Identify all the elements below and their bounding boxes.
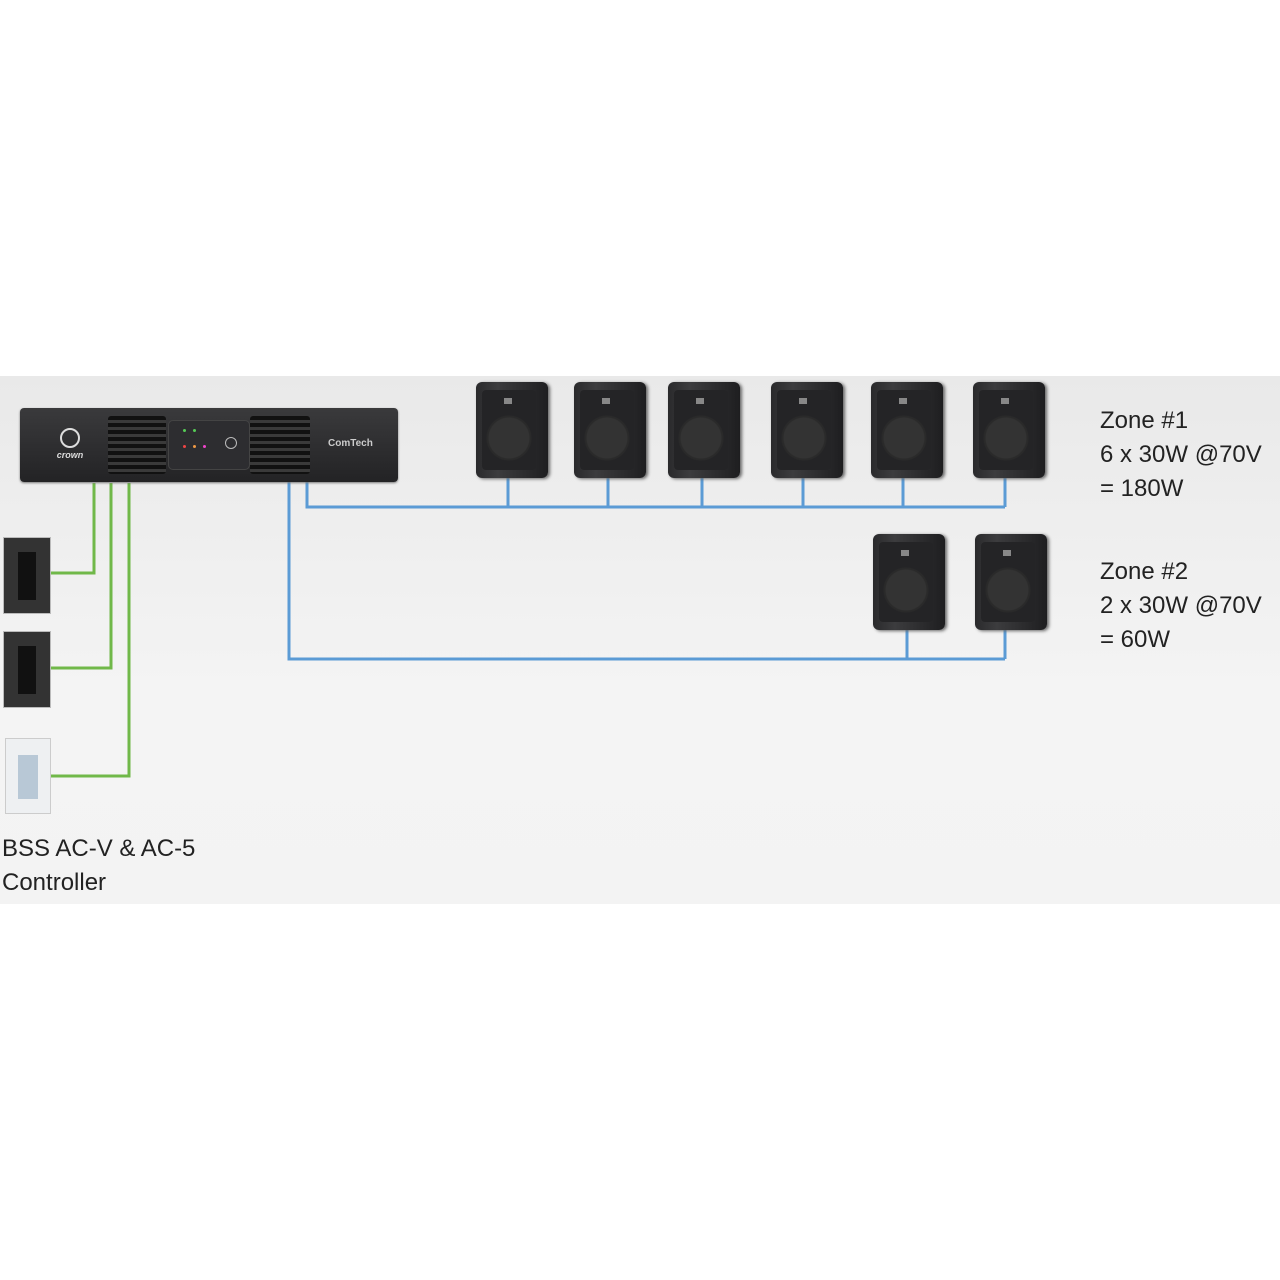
power-icon bbox=[225, 437, 237, 449]
ac-5-wall-controller bbox=[5, 738, 51, 814]
control-wire-1 bbox=[50, 483, 96, 575]
zone1-speaker bbox=[973, 382, 1045, 478]
zone1-label: Zone #1 6 x 30W @70V = 180W bbox=[1100, 404, 1262, 506]
zone1-drop bbox=[506, 478, 1007, 507]
vent-right bbox=[250, 416, 310, 474]
control-wire-3 bbox=[50, 483, 131, 778]
zone2-spec: 2 x 30W @70V bbox=[1100, 592, 1262, 619]
zone1-speaker bbox=[771, 382, 843, 478]
zone2-title: Zone #2 bbox=[1100, 558, 1189, 585]
zone2-total: = 60W bbox=[1100, 626, 1171, 653]
zone1-speaker bbox=[476, 382, 548, 478]
zone1-spec: 6 x 30W @70V bbox=[1100, 441, 1262, 468]
zone2-drop bbox=[905, 630, 1007, 659]
zone1-wire bbox=[305, 482, 1005, 509]
controller-label: BSS AC-V & AC-5 Controller bbox=[2, 832, 195, 900]
front-panel bbox=[168, 420, 250, 470]
controller-label-line1: BSS AC-V & AC-5 bbox=[2, 835, 196, 862]
crown-logo: crown bbox=[48, 428, 92, 460]
zone2-speaker bbox=[873, 534, 945, 630]
zone2-speaker bbox=[975, 534, 1047, 630]
zone1-title: Zone #1 bbox=[1100, 407, 1189, 434]
vent-left bbox=[108, 416, 166, 474]
zone1-speaker bbox=[574, 382, 646, 478]
crown-comtech-amplifier: crown ComTech bbox=[20, 408, 398, 482]
controller-label-line2: Controller bbox=[2, 869, 107, 896]
zone1-speaker bbox=[871, 382, 943, 478]
zone2-label: Zone #2 2 x 30W @70V = 60W bbox=[1100, 555, 1262, 657]
zone1-total: = 180W bbox=[1100, 475, 1184, 502]
amplifier-label: ComTech bbox=[328, 438, 373, 449]
zone2-wire bbox=[287, 482, 1005, 661]
control-wire-2 bbox=[50, 483, 113, 670]
ac-v-wall-controller bbox=[3, 537, 51, 614]
zone1-speaker bbox=[668, 382, 740, 478]
ac-v-wall-controller bbox=[3, 631, 51, 708]
